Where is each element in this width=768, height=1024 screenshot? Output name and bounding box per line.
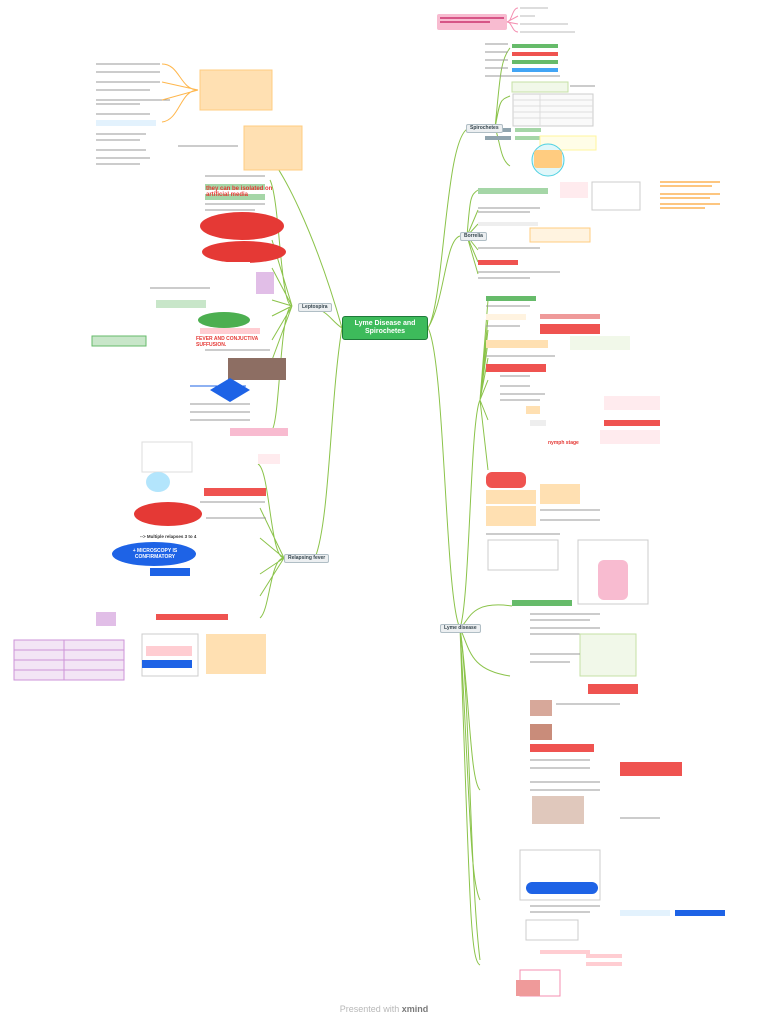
xmind-logo-text: xmind — [401, 1004, 429, 1014]
microscopy-confirmatory-text: + MICROSCOPY IS CONFIRMATORY — [132, 548, 178, 560]
fever-conjunctiva-text: FEVER AND CONJUCTIVA SUFFUSION. — [196, 336, 259, 348]
connector-lines — [249, 127, 481, 961]
branch-spirochetes[interactable]: Spirochetes — [466, 124, 503, 133]
mind-map-canvas — [13, 7, 725, 997]
nymph-stage-text: nymph stage — [548, 440, 579, 446]
spirochetes-cluster — [485, 43, 597, 177]
borrelia-cluster — [466, 181, 720, 279]
footer-branding: Presented with xmind — [0, 1004, 768, 1018]
protect-yourself-group — [437, 7, 575, 33]
multiple-relapses-text: --> Multiple relapses 3 to 4 — [140, 534, 197, 539]
relapsing-fever-cluster — [13, 441, 285, 681]
leptospira-cluster — [91, 175, 293, 436]
branch-lyme-disease[interactable]: Lyme disease — [440, 624, 481, 633]
lyme-upper-cluster — [479, 296, 660, 535]
central-topic[interactable]: Lyme Disease and Spirochetes — [342, 316, 428, 340]
left-upper-cluster — [96, 63, 303, 171]
branch-borrelia[interactable]: Borrelia — [460, 232, 487, 241]
branch-leptospira[interactable]: Leptospira — [298, 303, 332, 312]
lyme-lower-cluster — [459, 539, 725, 997]
isolated-artificial-media-text: they can be isolated on artificial media — [206, 186, 273, 198]
branch-relapsing-fever[interactable]: Relapsing fever — [284, 554, 330, 563]
footer-prefix: Presented with — [339, 1004, 400, 1014]
